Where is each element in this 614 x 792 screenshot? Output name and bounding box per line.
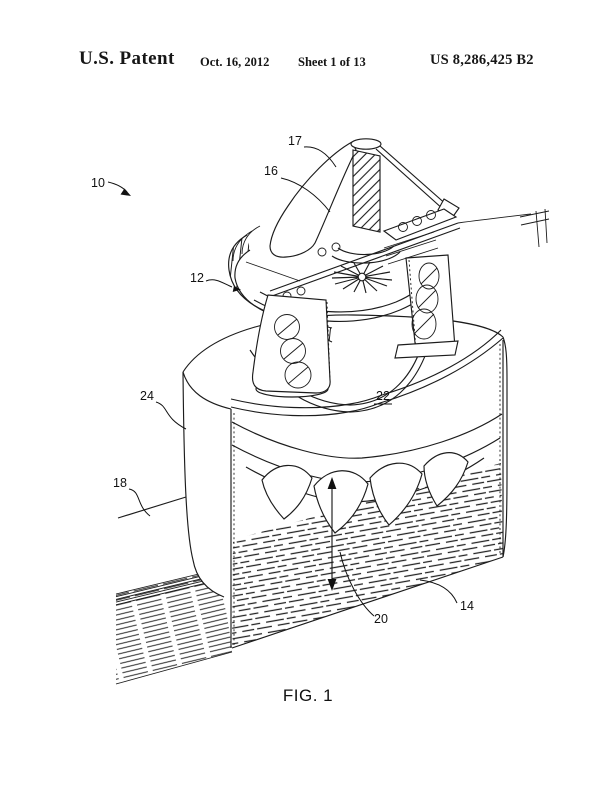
impeller-spokes	[331, 261, 393, 294]
level-range-arrow-20	[327, 477, 337, 591]
patent-header-title: U.S. Patent	[79, 48, 175, 69]
inlet-trough	[115, 565, 233, 685]
ref-label-24: 24	[140, 389, 154, 403]
flotation-mechanism	[228, 138, 550, 398]
ref-label-18: 18	[113, 476, 127, 490]
ref-label-10: 10	[91, 176, 105, 190]
ref-label-22: 22	[376, 389, 390, 403]
ground-line	[117, 496, 187, 519]
figure-caption: FIG. 1	[283, 686, 333, 705]
support-leg-left	[251, 294, 331, 394]
patent-header-date: Oct. 16, 2012	[200, 55, 270, 69]
ref-label-14: 14	[460, 599, 474, 613]
support-leg-right	[394, 254, 459, 359]
cone-vanes	[231, 452, 504, 649]
ref-label-12: 12	[190, 271, 204, 285]
ref-label-16: 16	[264, 164, 278, 178]
patent-header-sheet: Sheet 1 of 13	[298, 55, 366, 69]
patent-header-number: US 8,286,425 B2	[430, 52, 534, 68]
ref-label-17: 17	[288, 134, 302, 148]
ref-label-20: 20	[374, 612, 388, 626]
central-column-16	[352, 149, 381, 233]
leader-lines	[107, 146, 458, 617]
liquid-fill-14	[232, 463, 503, 648]
